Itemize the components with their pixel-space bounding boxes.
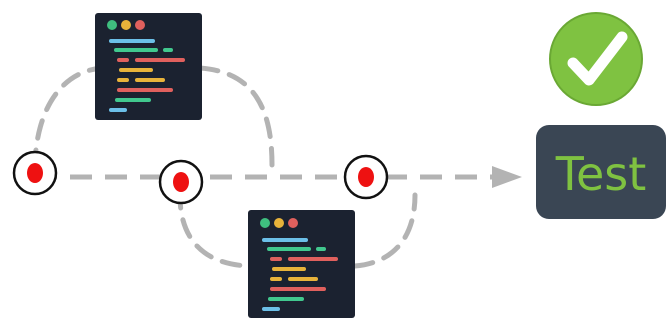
checkmark-icon — [549, 12, 643, 106]
code-window-icon — [95, 13, 202, 120]
test-box: Test — [536, 125, 666, 219]
arrow-head-icon — [492, 166, 522, 188]
branch-node-2 — [158, 159, 204, 205]
branch-node-1 — [12, 150, 58, 196]
merge-node-3 — [343, 154, 389, 200]
code-window-icon — [248, 210, 355, 318]
test-label: Test — [555, 147, 647, 201]
lower-branch-path — [177, 187, 418, 269]
